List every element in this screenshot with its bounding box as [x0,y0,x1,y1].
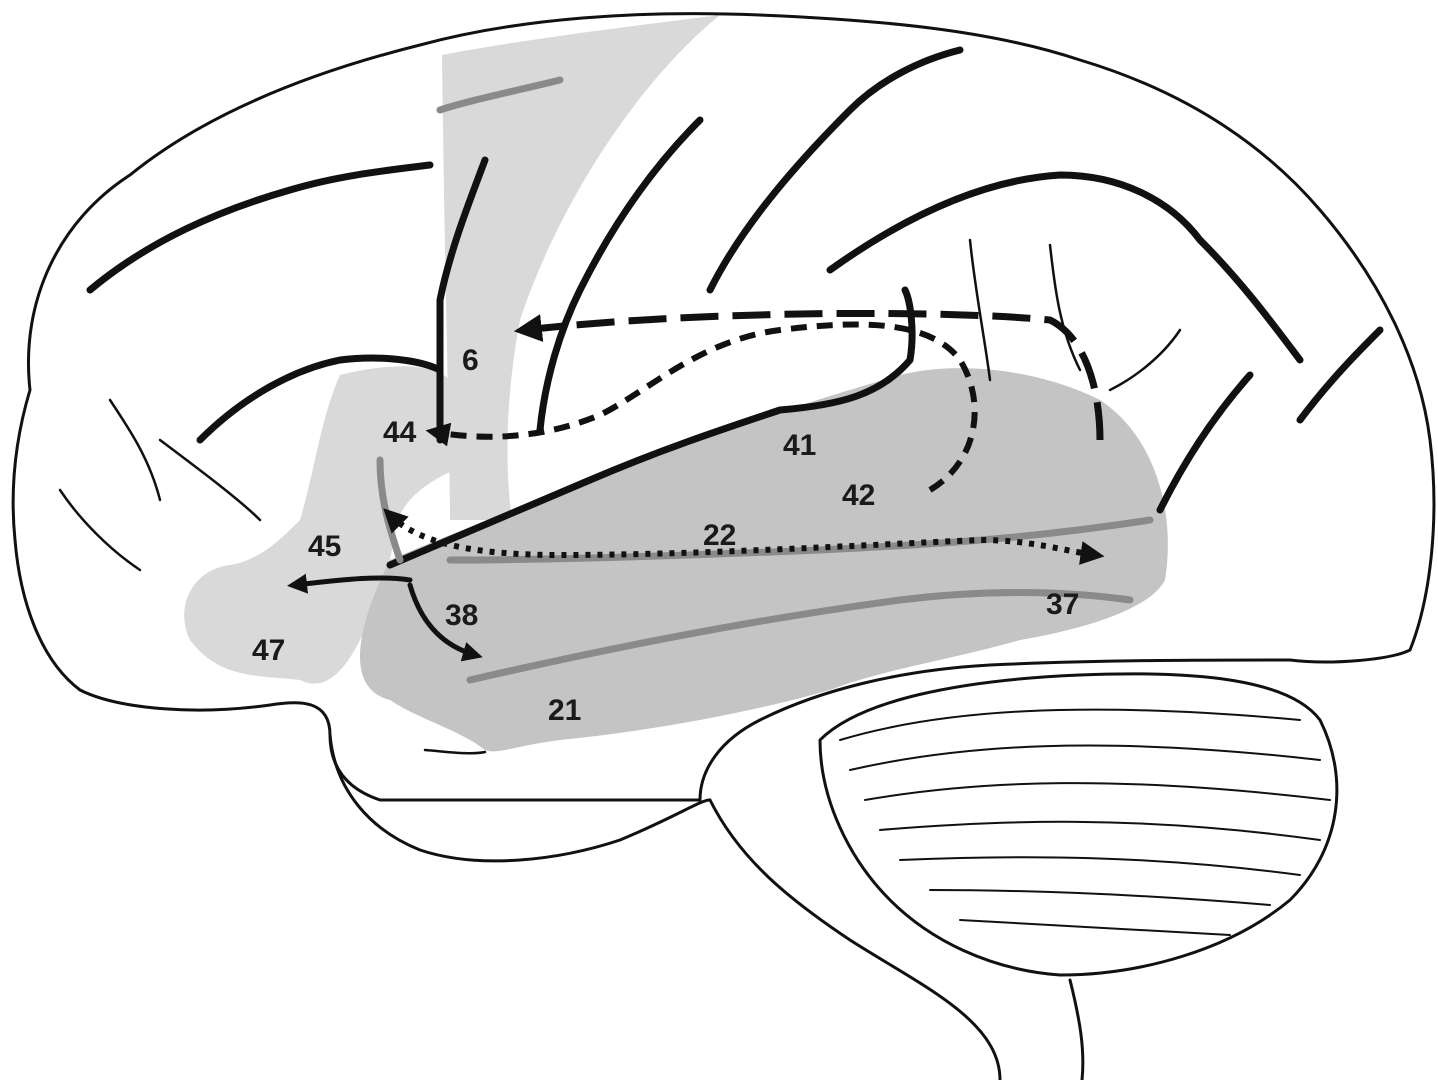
brain-outline [11,12,1436,802]
solid-arrow-to-47 [287,573,413,594]
superior-temporal-sulcus-end [1156,371,1254,514]
area-label-47: 47 [252,634,285,667]
frontal-sulcus-lower [196,354,444,444]
cerebellum-fold-4 [879,820,1321,841]
area-label-21: 21 [548,694,581,727]
parietal-sulcus [826,171,1304,364]
temporal-lower-outline [328,733,712,863]
cerebellum-fold-3 [864,782,1331,801]
precentral-sulcus [536,116,704,434]
area-label-37: 37 [1046,588,1079,621]
area-label-38: 38 [445,599,478,632]
grey-sulcus-1 [436,76,564,114]
thin-sulcus-4 [108,398,162,502]
frontal-language-region [184,366,456,684]
thin-sulcus-3 [1108,328,1182,392]
brainstem-outline-right [1068,978,1085,1080]
thin-sulcus-6 [158,438,262,522]
thin-sulcus-7 [423,748,487,755]
cerebellum-fold-6 [929,889,1271,906]
cerebellum-fold-7 [959,919,1231,936]
dotted-arrow-44-to-37 [383,508,1105,565]
thin-sulcus-2 [1048,243,1082,372]
area-label-41: 41 [783,429,816,462]
cerebellum-fold-2 [849,744,1321,771]
solid-arrow-to-38 [407,582,483,662]
cerebellum-fold-5 [899,856,1301,876]
dashed-arrow-to-6 [513,309,1104,441]
intraparietal-sulcus [706,46,964,294]
area-label-45: 45 [308,530,341,563]
cerebellum-fold-1 [839,708,1301,741]
cerebellum-outline [818,672,1339,977]
thin-sulcus-5 [58,488,142,572]
area-label-22: 22 [703,519,736,552]
thin-sulcus-1 [968,238,992,382]
dashed-arrow-to-44 [425,321,978,493]
occipital-sulcus [1296,326,1384,424]
frontal-sulcus-upper [86,161,434,294]
area-label-6: 6 [462,344,479,377]
brainstem-outline [708,798,1002,1080]
central-sulcus [436,156,489,444]
area-label-42: 42 [842,479,875,512]
motor-strip-region [442,15,720,520]
area-label-44: 44 [383,416,417,449]
grey-sulcus-3 [466,589,1134,684]
